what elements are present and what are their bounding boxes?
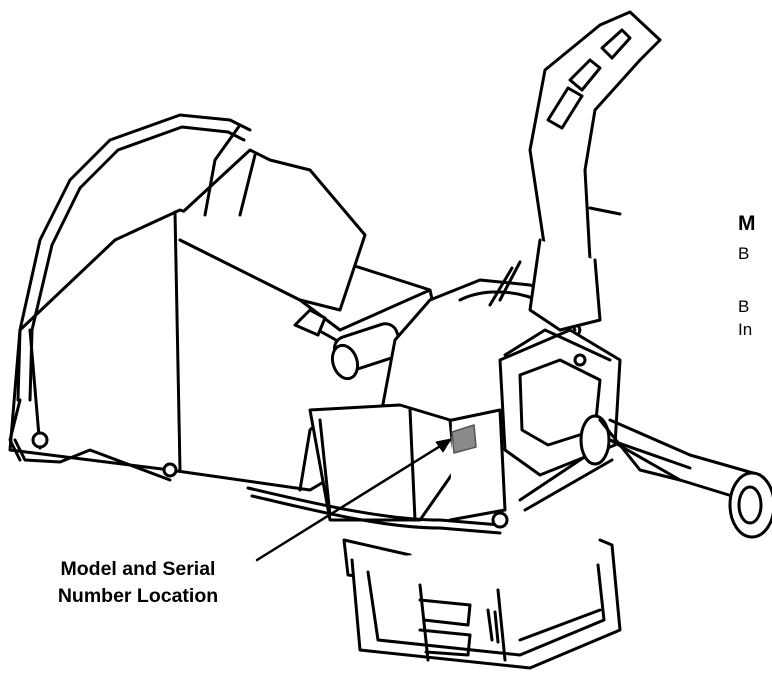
callout-leader-line xyxy=(255,438,452,562)
hopper-guard xyxy=(8,113,367,478)
discharge-chute xyxy=(488,10,662,332)
serial-location-callout: Model and Serial Number Location xyxy=(18,556,258,610)
stand-frame xyxy=(342,538,622,670)
callout-arrow-head xyxy=(435,438,452,453)
side-text-line-3: In xyxy=(738,320,753,339)
side-text-line-1: B xyxy=(738,244,750,263)
serial-plate xyxy=(451,424,477,454)
callout-line-1: Model and Serial xyxy=(60,558,216,580)
side-text-line-2: B xyxy=(738,297,750,316)
callout-line-2: Number Location xyxy=(57,585,219,607)
side-heading: M xyxy=(738,212,756,235)
feed-control-handle xyxy=(293,308,403,381)
